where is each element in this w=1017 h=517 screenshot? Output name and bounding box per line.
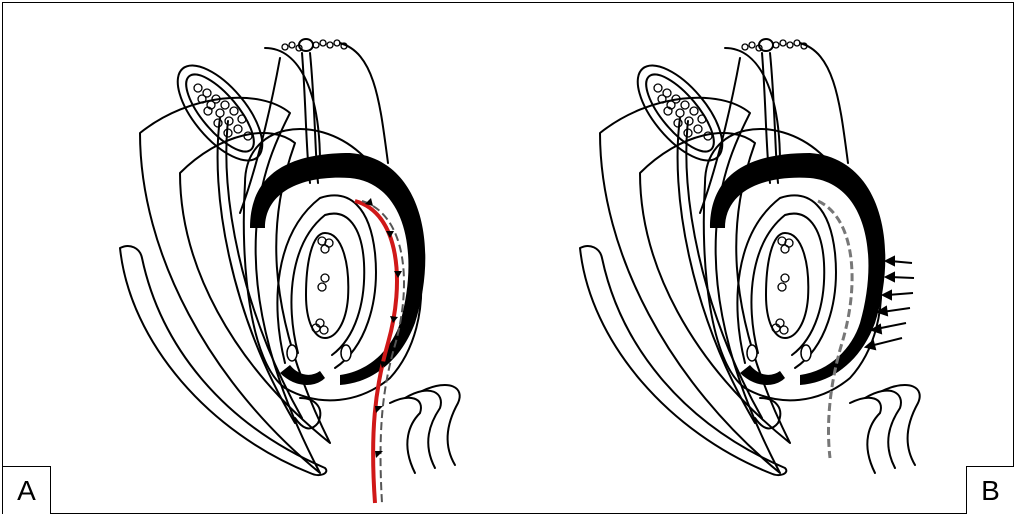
panel-label-b: B xyxy=(966,466,1014,514)
flower-cross-section-a xyxy=(70,3,490,508)
pollen-tube-dashed xyxy=(818,201,852,458)
ovary-base-dark xyxy=(740,365,785,385)
embryo-nuclei xyxy=(772,237,793,334)
right-fold-3 xyxy=(882,385,920,465)
anther xyxy=(623,52,737,174)
anther xyxy=(163,52,277,174)
stigma-papillae xyxy=(282,40,347,51)
embryo-sac xyxy=(766,233,808,338)
right-fold-1 xyxy=(850,398,881,473)
right-fold-1 xyxy=(390,398,421,473)
right-fold-3 xyxy=(422,385,460,465)
embryo-sac xyxy=(306,233,348,338)
embryo-nuclei xyxy=(312,237,333,334)
style-right-wall xyxy=(800,43,848,163)
integument-2 xyxy=(751,214,824,355)
ovary-base-dark xyxy=(280,365,325,385)
panel-label-a: A xyxy=(3,466,51,514)
style-right-wall xyxy=(340,43,388,163)
flower-cross-section-b xyxy=(530,3,950,508)
stigma-papillae xyxy=(742,40,807,51)
integument-2 xyxy=(291,214,364,355)
